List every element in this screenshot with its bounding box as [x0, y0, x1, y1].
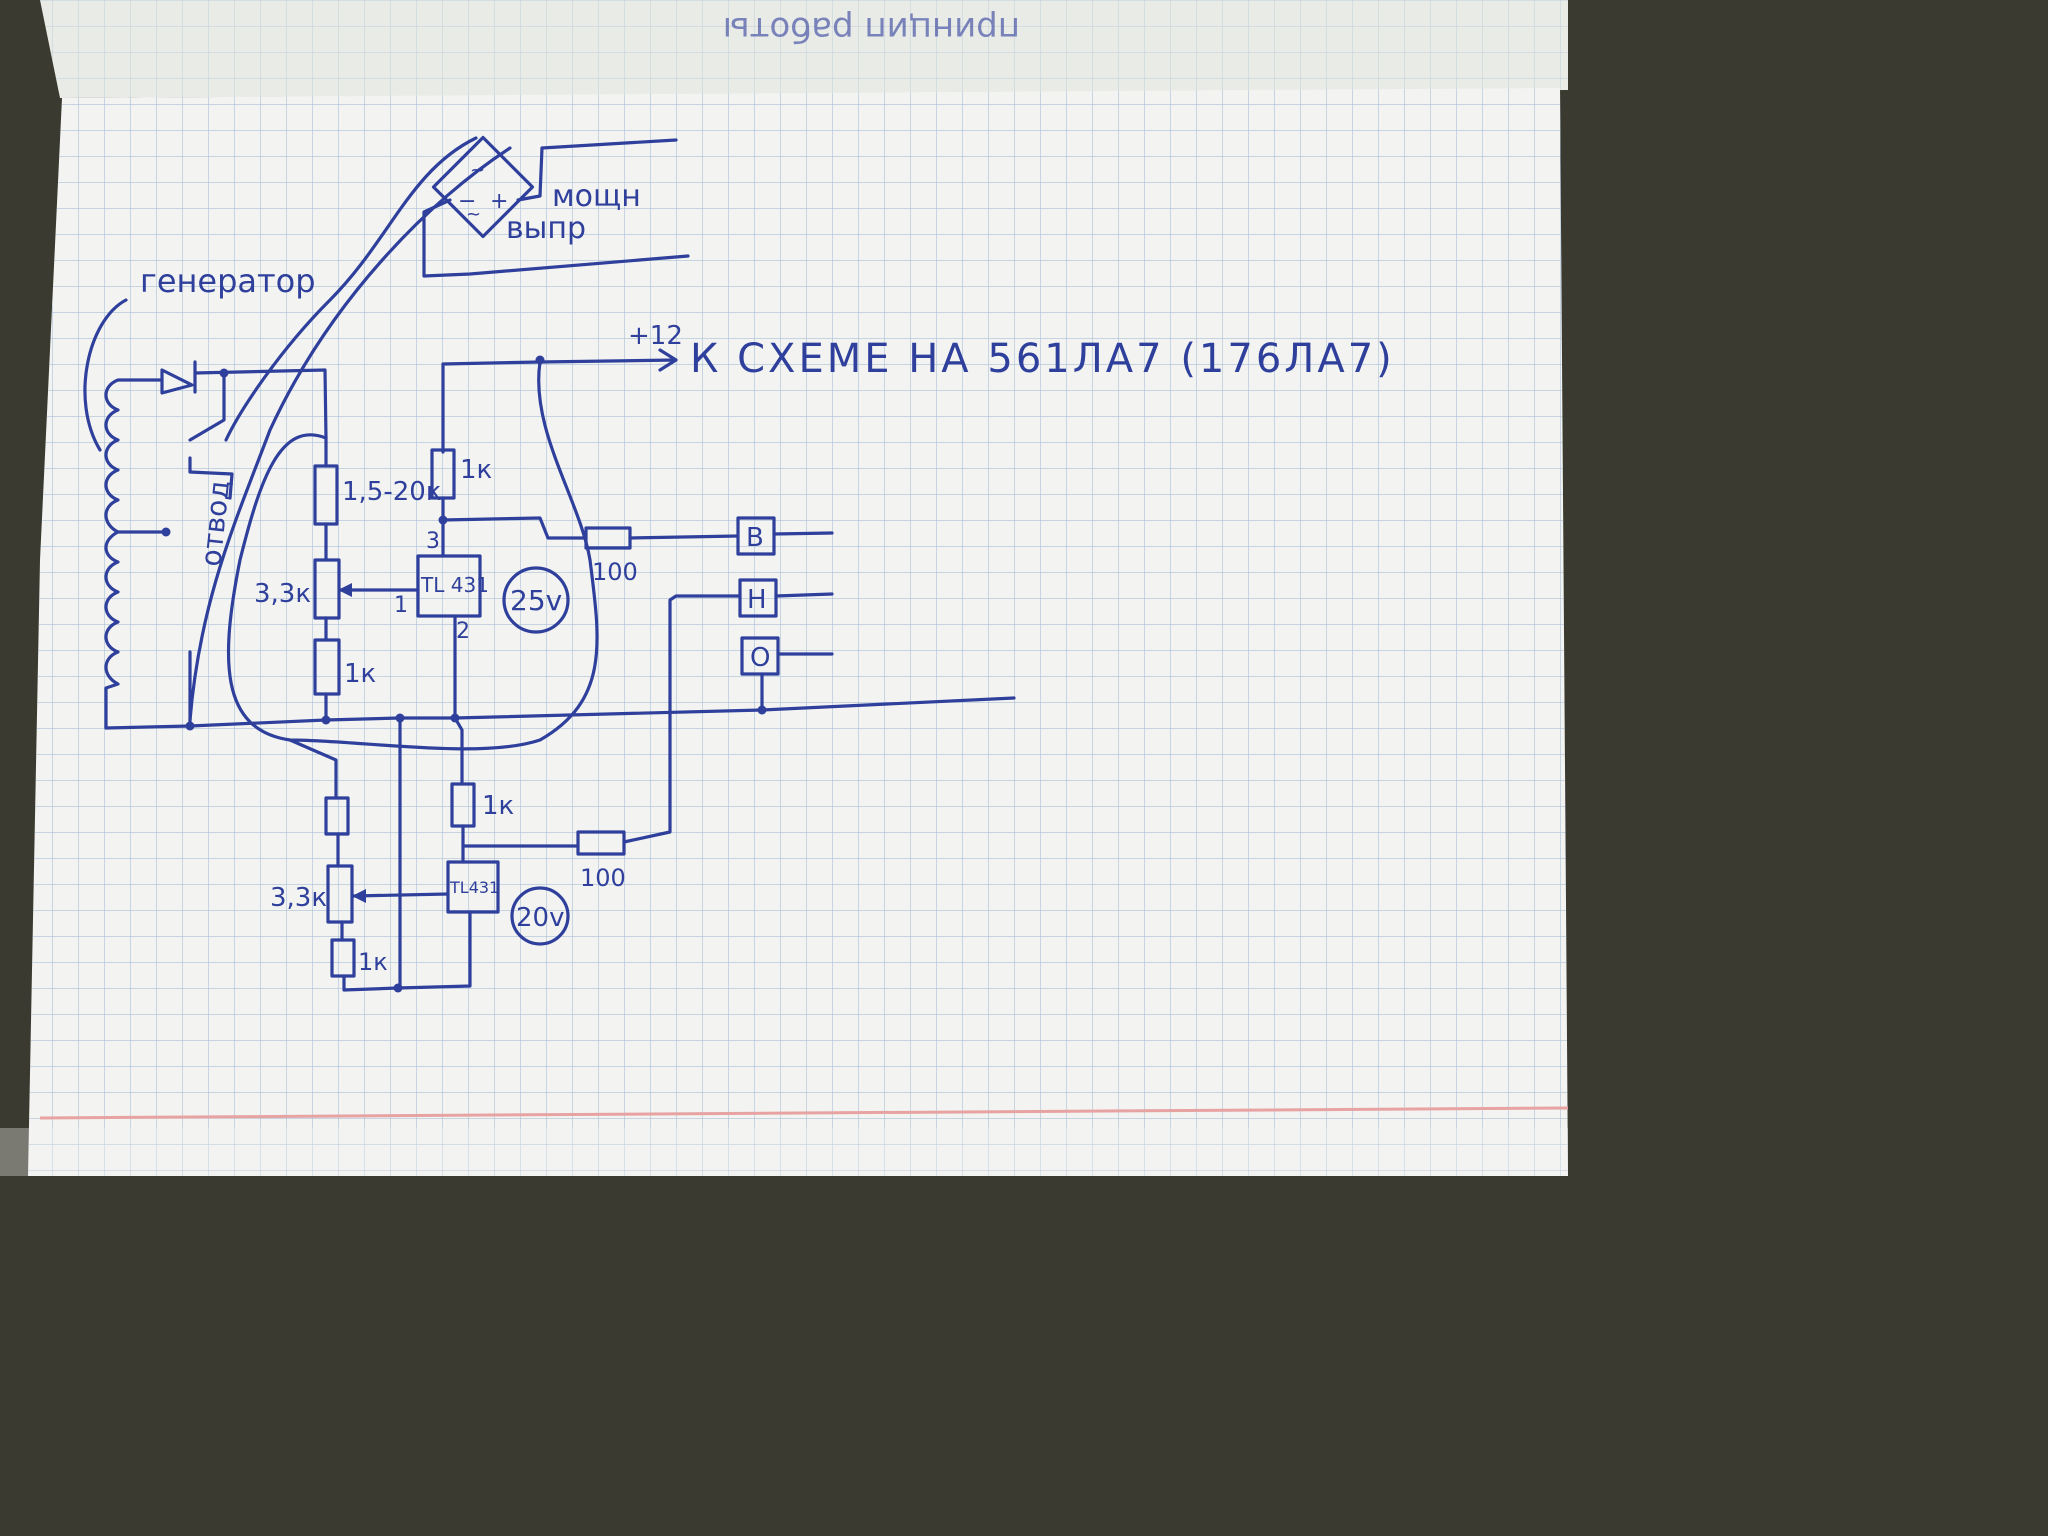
- pot-upper-label: 3,3к: [254, 579, 311, 609]
- rectifier-left-lead: [422, 198, 690, 278]
- destination-label: К СХЕМЕ НА 561ЛА7 (176ЛА7): [690, 336, 1395, 382]
- svg-text:−: −: [458, 189, 476, 214]
- supply-rail: [441, 358, 678, 400]
- voltage-upper-label: 25v: [510, 584, 562, 617]
- power-rectifier: − + ~ ~: [431, 135, 535, 239]
- svg-text:В: В: [746, 523, 764, 553]
- switch-contact: [188, 374, 234, 500]
- voltage-lower-circle: [510, 886, 570, 946]
- top-rail-left: [193, 368, 328, 440]
- rectifier-label-2: выпр: [506, 211, 586, 246]
- supply-label: +12: [628, 321, 683, 351]
- margin-line: [39, 1106, 1568, 1120]
- ic-upper-pin3: 3: [426, 529, 440, 554]
- ic-upper-pin2: 2: [456, 619, 470, 644]
- r-series-h-label: 100: [580, 864, 626, 892]
- r-series-b-label: 100: [592, 558, 638, 586]
- r-lower-bottom-label: 1к: [358, 948, 388, 976]
- generator-pointer: [83, 298, 128, 452]
- ic-upper-pin1: 1: [394, 593, 408, 618]
- ic-upper-label: TL 431: [420, 573, 489, 597]
- generator-label: генератор: [140, 262, 316, 300]
- svg-text:О: О: [750, 643, 770, 673]
- notebook-photo: принцип работы генератор отвод − + ~ ~ м…: [0, 0, 1568, 1176]
- r-top-label: 1,5-20к: [342, 477, 442, 507]
- r-lower-anode-label: 1к: [482, 791, 514, 821]
- diode: [160, 360, 197, 395]
- r-upper-anode-label: 1к: [460, 455, 492, 485]
- svg-text:Н: Н: [747, 585, 767, 615]
- output-o: [740, 636, 780, 676]
- voltage-upper-circle: [502, 566, 570, 634]
- svg-text:~: ~: [466, 204, 481, 225]
- svg-text:~: ~: [470, 160, 485, 181]
- resistor-series-h: [576, 830, 626, 856]
- rectifier-wire-a: [224, 136, 478, 442]
- output-b: [736, 516, 776, 556]
- pot-lower-label: 3,3к: [270, 883, 327, 913]
- potentiometer-lower: [326, 864, 354, 924]
- ic-lower: [446, 860, 500, 914]
- header-ghost-text: принцип работы: [723, 9, 1020, 49]
- svg-text:+: +: [490, 189, 508, 214]
- r-upper-bottom-label: 1к: [344, 659, 376, 689]
- rectifier-right-lead: [516, 138, 678, 202]
- rectifier-label-1: мощн: [552, 179, 641, 214]
- ic-lower-label: TL431: [449, 878, 499, 897]
- output-h: [738, 578, 778, 618]
- ic-upper: [416, 554, 482, 618]
- voltage-lower-label: 20v: [516, 903, 564, 933]
